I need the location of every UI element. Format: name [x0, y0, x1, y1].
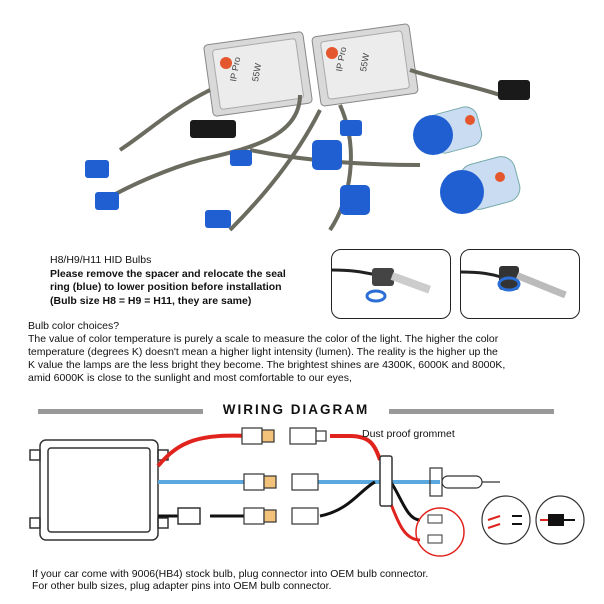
- hid-bulb-upper: [312, 106, 483, 170]
- paragraph-line: The value of color temperature is purely…: [28, 333, 499, 345]
- terminal-pin: [427, 514, 443, 524]
- dust-grommet-icon: [379, 455, 393, 507]
- bulb-outline: [429, 467, 500, 497]
- dust-grommet-label: Dust proof grommet: [362, 428, 455, 440]
- inline-module: [177, 507, 201, 525]
- wiring-diagram-header: WIRING DIAGRAM: [38, 402, 554, 422]
- paragraph-line: temperature (degrees K) doesn't mean a h…: [28, 346, 498, 358]
- seal-ring-icon: [365, 289, 387, 303]
- harness-plug: [498, 80, 530, 100]
- logo-badge-icon: [326, 47, 338, 59]
- svg-text:IP Pro: IP Pro: [334, 46, 348, 72]
- header-bar-left: [38, 409, 203, 414]
- paragraph-line: K value the lamps are the less bright th…: [28, 359, 506, 371]
- terminal-pin: [427, 534, 443, 544]
- blue-connector: [95, 192, 119, 210]
- seal-ring-inset-right: [460, 249, 580, 319]
- ballast-outline: [29, 439, 169, 541]
- footer-line: For other bulb sizes, plug adapter pins …: [32, 580, 332, 592]
- color-temperature-paragraph: The value of color temperature is purely…: [28, 333, 588, 385]
- wiring-diagram: [29, 427, 585, 557]
- ballast-box-left: IP Pro 55W: [203, 31, 313, 117]
- blue-connector: [340, 120, 362, 136]
- footer-note: If your car come with 9006(HB4) stock bu…: [32, 568, 428, 592]
- svg-text:55W: 55W: [250, 62, 263, 82]
- ballast-box-right: IP Pro 55W: [311, 23, 419, 107]
- terminal-highlight-circle: [415, 507, 465, 557]
- svg-text:55W: 55W: [358, 52, 371, 72]
- bulb-note-line: Please remove the spacer and relocate th…: [50, 267, 286, 280]
- igniter-module: [190, 120, 236, 138]
- bulb-sizes-heading: H8/H9/H11 HID Bulbs: [50, 254, 152, 266]
- wire-end-icon: [512, 515, 522, 525]
- logo-badge-icon: [465, 115, 475, 125]
- logo-badge-icon: [220, 57, 232, 69]
- seal-ring-icon: [497, 276, 521, 292]
- paragraph-line: amid 6000K is close to the sunlight and …: [28, 372, 352, 384]
- connector-pair-bottom: [243, 507, 319, 525]
- blue-connector: [85, 160, 109, 178]
- blue-connector: [230, 150, 252, 166]
- blue-connector: [205, 210, 231, 228]
- connector-pair-middle: [243, 473, 319, 491]
- color-choices-heading: Bulb color choices?: [28, 320, 120, 332]
- logo-badge-icon: [495, 172, 505, 182]
- bulb-note-line: (Bulb size H8 = H9 = H11, they are same): [50, 294, 252, 307]
- wiring-diagram-title: WIRING DIAGRAM: [222, 402, 370, 417]
- wire-end-icon: [487, 515, 501, 529]
- header-bar-right: [389, 409, 554, 414]
- connector-pair-top: [241, 427, 327, 445]
- hid-bulb-lower: [340, 156, 521, 215]
- seal-ring-inset-left: [331, 249, 451, 319]
- footer-line: If your car come with 9006(HB4) stock bu…: [32, 568, 429, 580]
- connector-detail-circle: [535, 495, 585, 545]
- connector-detail-circle: [481, 495, 531, 545]
- bulb-note-line: ring (blue) to lower position before ins…: [50, 281, 282, 293]
- svg-text:IP Pro: IP Pro: [228, 56, 242, 82]
- bulb-install-note: H8/H9/H11 HID Bulbs Please remove the sp…: [50, 254, 380, 308]
- product-photo: IP Pro 55W IP Pro 55W: [85, 23, 530, 232]
- plug-icon: [548, 514, 564, 526]
- red-wire: [330, 434, 382, 461]
- black-wire: [319, 480, 376, 518]
